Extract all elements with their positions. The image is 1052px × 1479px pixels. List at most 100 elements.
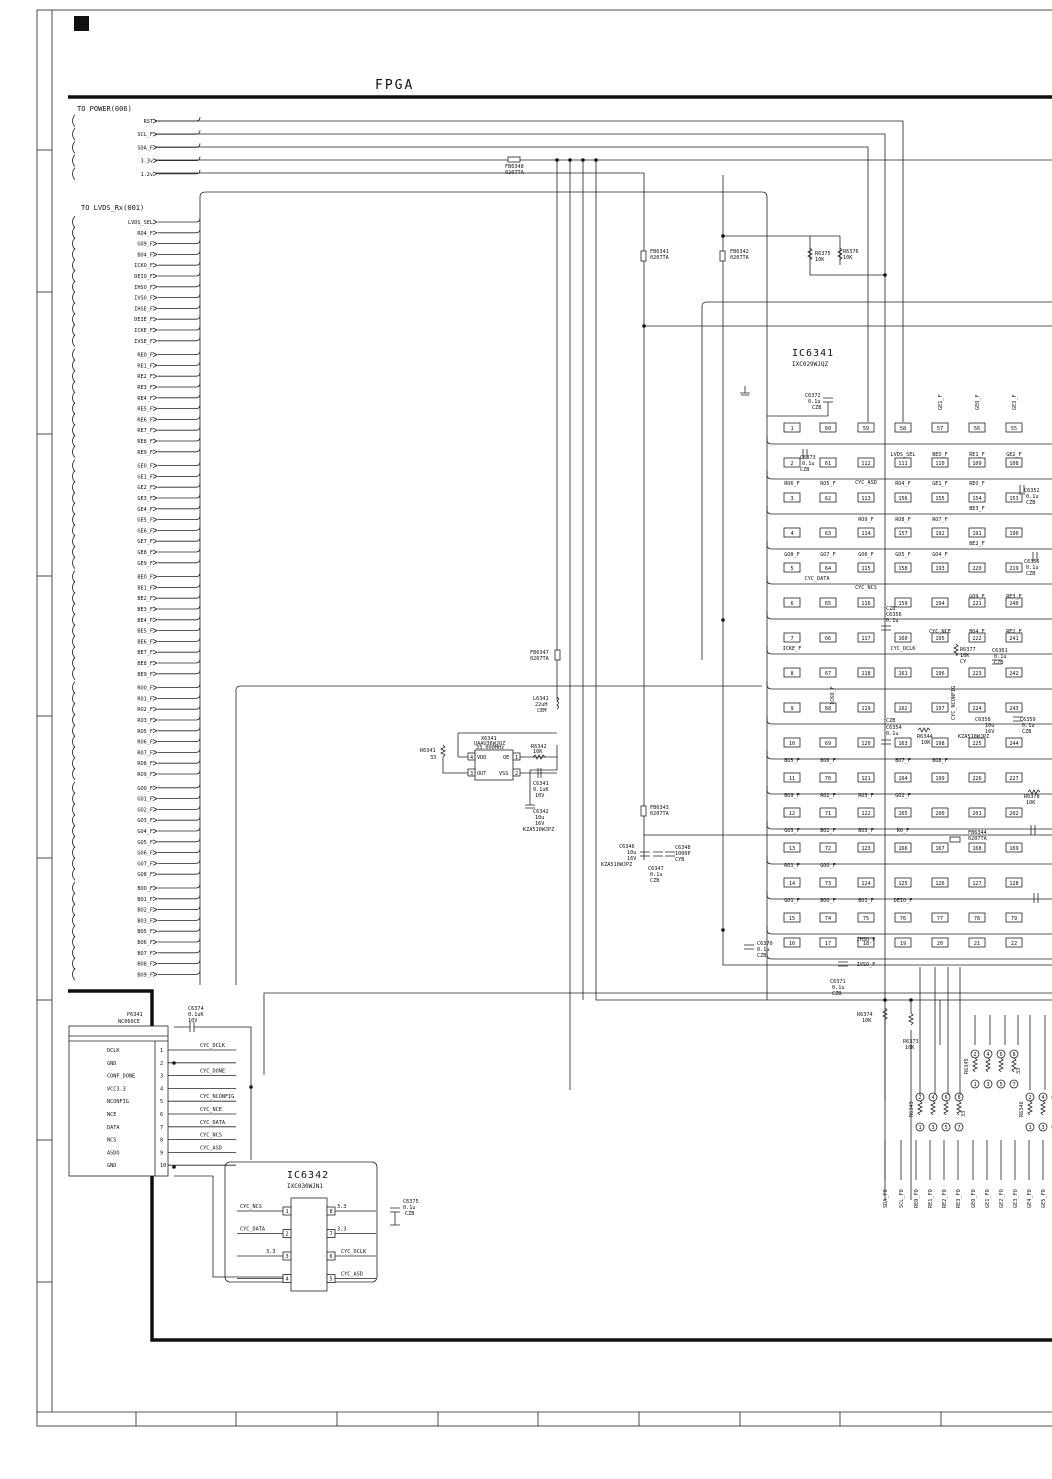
ic-pin-number: 127	[972, 881, 981, 887]
signal-label: BE6_F	[137, 639, 153, 645]
ic2-net-label: CYC_DATA	[240, 1227, 266, 1233]
svg-text:CZB: CZB	[1026, 500, 1035, 506]
signal-wire-bend	[195, 404, 201, 409]
ic-pin-box	[1005, 877, 1023, 888]
connector-bracket-icon	[72, 480, 76, 494]
fb6348: FB6348 0207TA	[505, 156, 525, 176]
svg-text:3: 3	[470, 771, 473, 777]
connector-bracket-icon	[72, 141, 76, 154]
ic-net-label: CYC_ASD	[855, 480, 877, 486]
frame-left-ticks	[37, 149, 52, 1283]
signal-label: GO9_F	[137, 242, 153, 248]
signal-label: BO2_F	[137, 908, 153, 914]
ic-net-label: GE3_F	[1012, 394, 1018, 410]
ic-net-label: BOO_F	[820, 898, 836, 904]
signal-label: REO_F	[137, 353, 153, 359]
connector-bracket-icon	[72, 591, 76, 605]
c6370: C6370 0.1u CZB	[744, 941, 773, 959]
array-pin-number: 6	[944, 1095, 947, 1101]
ic-pin-box	[857, 492, 875, 503]
ic-pin-box	[1005, 772, 1023, 783]
ic-pin-number: 72	[825, 846, 831, 852]
ic-net-label: RO4_F	[895, 481, 911, 487]
svg-text:FB6344: FB6344	[968, 830, 987, 836]
lvds-signal-list: LVDS_SELRO4_FGO9_FBO4_FICKO_FDEIO_FIHSO_…	[72, 215, 201, 981]
signal-label: LVDS_SEL	[128, 220, 153, 226]
signal-row: GE2_F	[72, 480, 201, 494]
connector-bracket-icon	[72, 857, 76, 870]
svg-text:C6341: C6341	[533, 781, 549, 787]
ic-pin-box	[1005, 632, 1023, 643]
signal-wire-bend	[195, 859, 201, 864]
signal-row: RO7_F	[72, 746, 201, 759]
svg-text:0.1u: 0.1u	[1026, 565, 1039, 571]
connector-bracket-icon	[72, 513, 76, 526]
signal-label: RE4_F	[137, 396, 153, 402]
signal-label: BE1_F	[137, 585, 153, 591]
signal-row: GO3_F	[72, 813, 201, 827]
signal-wire-bend	[195, 558, 201, 564]
ic-pin-box	[931, 877, 949, 888]
signal-label: BE5_F	[137, 629, 153, 635]
ic-pin-number: 73	[825, 881, 831, 887]
ic-pin-box	[1005, 527, 1023, 538]
signal-wire-bend	[195, 315, 201, 320]
svg-text:0.1u: 0.1u	[994, 654, 1007, 660]
svg-text:1: 1	[515, 755, 518, 761]
svg-text:CZB: CZB	[812, 405, 821, 411]
ic-pin-number: 67	[825, 671, 831, 677]
ic-pin-box	[783, 527, 801, 538]
ic-pin-number: 196	[935, 671, 944, 677]
signal-row: GO7_F	[72, 857, 201, 870]
ic-pin-number: 112	[861, 461, 870, 467]
signal-label: GE2_F	[137, 485, 153, 491]
connector-bracket-icon	[72, 892, 76, 906]
ic-net-label: BO2_F	[820, 828, 836, 834]
ic2-net-label: CYC_DCLK	[341, 1249, 367, 1255]
ic-pin-number: 222	[972, 636, 981, 642]
signal-label: BE7_F	[137, 650, 153, 656]
ic-pin-box	[894, 937, 912, 948]
ic-pin-number: 220	[972, 566, 981, 572]
c6352-label: C6352 0.1u CZB	[1024, 488, 1040, 506]
signal-label: IHSE_F	[134, 306, 153, 312]
x6341-oscillator: 4 3 1 2 VDD OUT VSS OE X6341 UAAU36WJQZ …	[457, 732, 557, 781]
ic-row-bus	[766, 716, 1052, 725]
ic-row-bus	[766, 891, 1052, 900]
array-pin-number: 1	[1028, 1125, 1031, 1131]
svg-text:22uH: 22uH	[535, 702, 548, 708]
svg-text:0.1u: 0.1u	[808, 399, 821, 405]
svg-text:C6373: C6373	[800, 455, 816, 461]
signal-wire-bend	[195, 116, 201, 122]
ic-pin-box	[894, 807, 912, 818]
arrow-right-icon	[152, 171, 158, 177]
bus-wires	[155, 120, 1052, 1100]
ic-row-bus	[766, 681, 1052, 690]
arrow-right-icon	[152, 728, 158, 734]
ic-row-bus	[766, 576, 1052, 585]
connector-pin-label: GND	[107, 1061, 116, 1067]
connector-bracket-icon	[72, 534, 76, 548]
ic-pin-number: 11	[789, 776, 795, 782]
signal-wire-bend	[195, 737, 201, 742]
ic-pin-number: 4	[790, 531, 793, 537]
signal-row: BE7_F	[72, 645, 201, 659]
ic-row-bus	[766, 436, 1052, 445]
arrow-right-icon	[152, 549, 158, 555]
ic-pin-number: 221	[972, 601, 981, 607]
ic-pin-number: 158	[898, 566, 907, 572]
signal-wire-bend	[195, 515, 201, 520]
l6341: L6341 22uH CEM	[533, 696, 559, 714]
ic-pin-box	[857, 597, 875, 608]
svg-text:R6342: R6342	[531, 744, 547, 750]
signal-label: BE8_F	[137, 661, 153, 667]
signal-wire-bend	[195, 826, 201, 832]
ic-pin-box	[931, 842, 949, 853]
ic-net-label: GO9_F	[969, 594, 985, 600]
ic-pin-number: 154	[972, 496, 981, 502]
ic-net-label: GEO_F	[975, 394, 981, 410]
svg-text:C6356: C6356	[886, 612, 902, 618]
signal-wire-bend	[195, 426, 201, 431]
ic-pin-box	[783, 702, 801, 713]
